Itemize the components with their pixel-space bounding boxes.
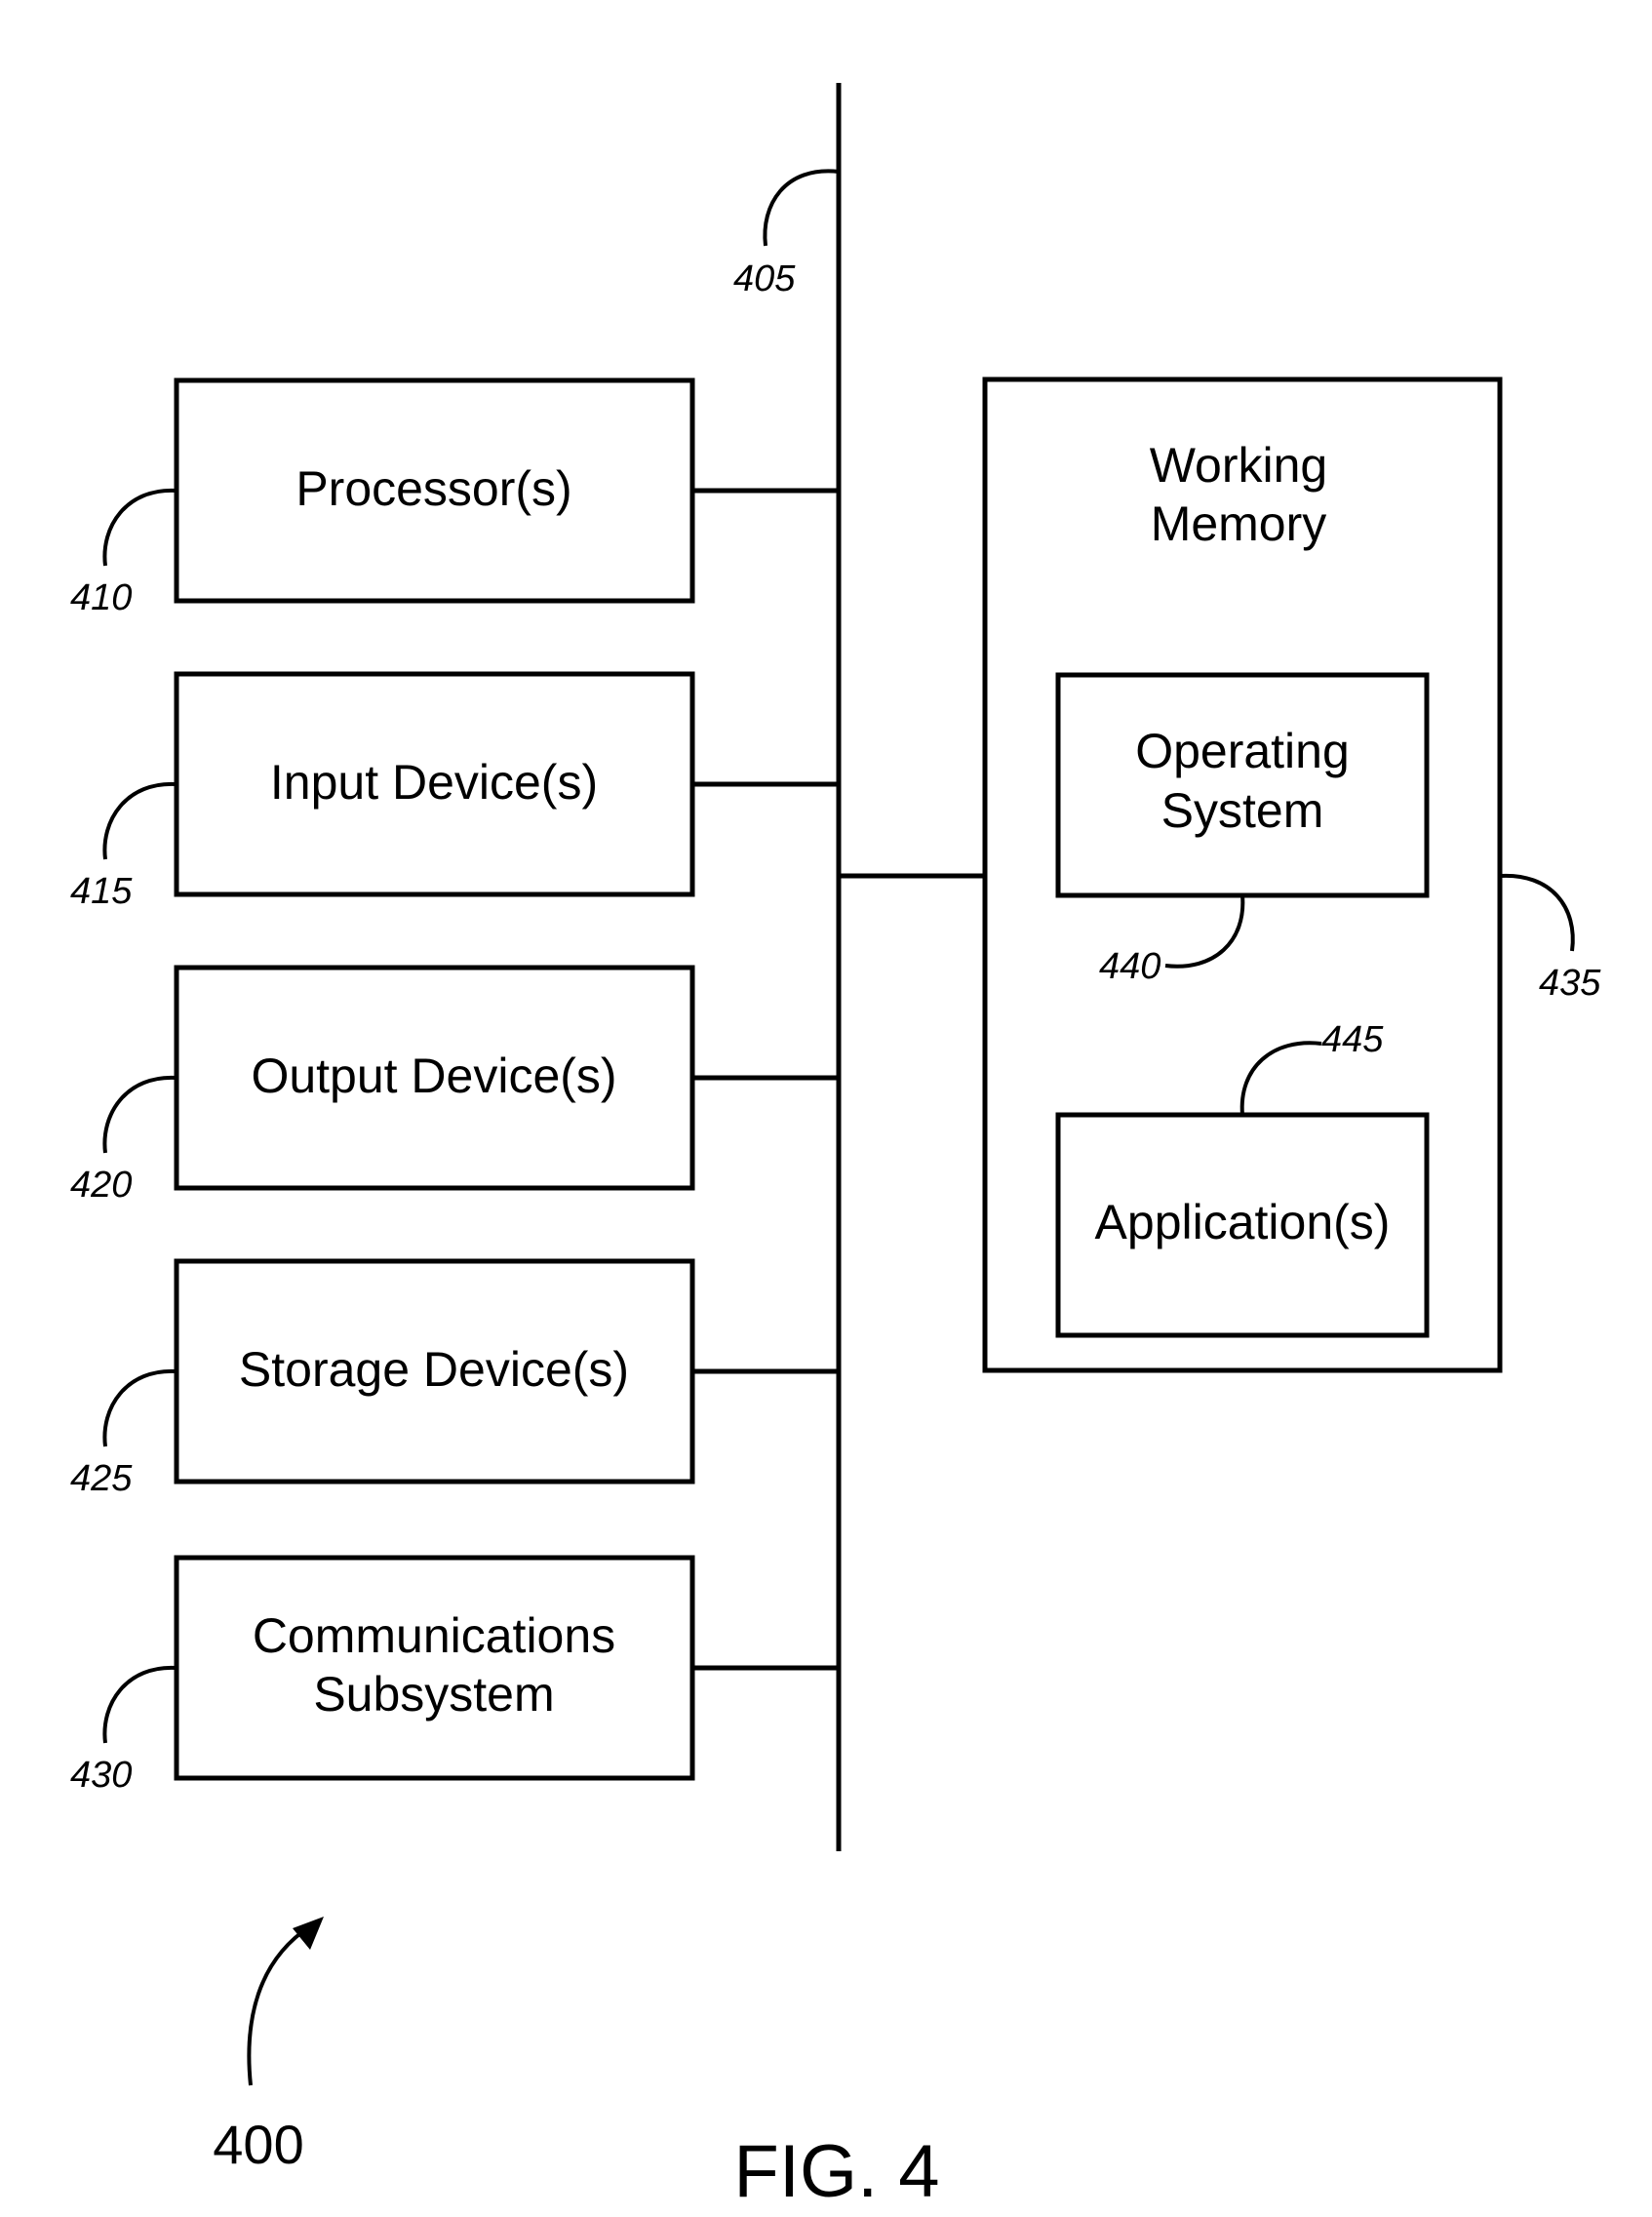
block-processors: Processor(s) 410 xyxy=(70,380,839,618)
applications-ref-label: 445 xyxy=(1321,1019,1384,1060)
working-memory-label-line2: Memory xyxy=(1151,496,1327,551)
block-storage-devices-label: Storage Device(s) xyxy=(239,1342,629,1397)
block-communications-label-line1: Communications xyxy=(253,1608,615,1663)
working-memory-label-line1: Working xyxy=(1150,438,1327,493)
block-communications-subsystem: Communications Subsystem 430 xyxy=(70,1558,839,1796)
block-communications-ref-leader xyxy=(104,1668,177,1743)
working-memory-ref-leader xyxy=(1500,876,1573,951)
bus-ref-leader xyxy=(765,171,839,246)
operating-system-ref-label: 440 xyxy=(1099,946,1160,987)
block-processors-ref-label: 410 xyxy=(70,577,132,618)
block-communications-label-line2: Subsystem xyxy=(313,1667,554,1722)
block-output-devices-label: Output Device(s) xyxy=(251,1049,616,1103)
system-ref-label: 400 xyxy=(213,2114,303,2175)
bus-ref-label: 405 xyxy=(733,258,796,299)
block-storage-devices: Storage Device(s) 425 xyxy=(70,1261,839,1499)
block-communications-ref-label: 430 xyxy=(70,1755,132,1796)
working-memory-ref-label: 435 xyxy=(1539,963,1601,1004)
applications-label: Application(s) xyxy=(1095,1195,1391,1249)
block-input-devices-label: Input Device(s) xyxy=(270,755,598,810)
system-ref-arrowhead xyxy=(293,1917,324,1950)
figure-label: FIG. 4 xyxy=(733,2130,939,2213)
block-processors-label: Processor(s) xyxy=(295,461,571,516)
block-output-devices-ref-leader xyxy=(104,1078,177,1153)
block-storage-devices-ref-leader xyxy=(104,1371,177,1446)
operating-system-label-line1: Operating xyxy=(1135,724,1350,778)
block-processors-ref-leader xyxy=(104,491,177,566)
block-input-devices: Input Device(s) 415 xyxy=(70,674,839,912)
block-output-devices-ref-label: 420 xyxy=(70,1165,132,1206)
block-output-devices: Output Device(s) 420 xyxy=(70,968,839,1206)
block-input-devices-ref-label: 415 xyxy=(70,871,133,912)
block-input-devices-ref-leader xyxy=(104,784,177,859)
block-storage-devices-ref-label: 425 xyxy=(70,1458,133,1499)
operating-system-label-line2: System xyxy=(1161,783,1324,838)
system-ref-arrow xyxy=(249,1926,310,2085)
